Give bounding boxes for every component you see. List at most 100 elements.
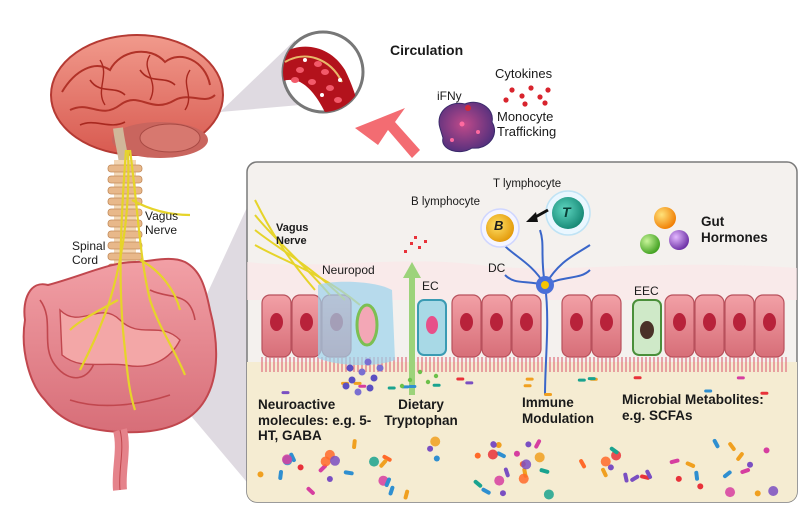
bacterium [343, 470, 354, 476]
coccus [490, 441, 497, 448]
bacterium [403, 489, 410, 500]
bacterium [352, 439, 357, 450]
coccus [754, 490, 761, 497]
coccus [607, 464, 614, 471]
coccus [697, 483, 704, 490]
bacterium [633, 376, 642, 380]
circulation-label: Circulation [390, 42, 464, 58]
vagus-nerve-left [69, 149, 191, 411]
cytokine-dot [537, 94, 543, 100]
t-lymphocyte-label: T lymphocyte [493, 178, 562, 190]
cytokine-dot [503, 97, 509, 103]
bacterium [694, 470, 700, 481]
coccus [763, 447, 770, 454]
white-cell [320, 93, 324, 97]
cytokines-label: Cytokines [495, 66, 553, 81]
ec-label: EC [422, 279, 439, 293]
red-blood-cell [321, 69, 329, 75]
microbe [600, 456, 611, 467]
serotonin-dot [404, 250, 407, 253]
microbe [521, 459, 532, 470]
spinal-cord-label: Spinal Cord [72, 239, 106, 267]
cell-nucleus [490, 313, 503, 331]
microbe [534, 452, 545, 463]
bacterium [630, 474, 640, 482]
bacterium [496, 451, 506, 459]
bacterium [523, 384, 532, 388]
neuroactive-label: Neuroactive molecules: e.g. 5-HT, GABA [258, 397, 372, 444]
bacterium [609, 446, 619, 455]
gut-hormone-spheres [640, 207, 689, 254]
bacterium [388, 485, 395, 496]
cell-nucleus [763, 313, 776, 331]
red-blood-cell [326, 85, 334, 91]
bacterium [408, 384, 417, 388]
coccus [326, 475, 333, 482]
bacterium [503, 467, 510, 478]
t-cell-letter: T [562, 204, 571, 220]
bacterium [685, 461, 696, 468]
bacterium [289, 452, 296, 463]
cell-nucleus [733, 313, 746, 331]
b-lymphocyte-label: B lymphocyte [411, 196, 481, 208]
vagus-nerve-left-label: Vagus Nerve [145, 209, 179, 237]
bacterium [539, 468, 550, 474]
bacterium [601, 467, 608, 478]
bacterium [384, 477, 392, 488]
tryptophan-dot [417, 369, 423, 375]
vertebra [107, 186, 143, 195]
coccus [499, 490, 506, 497]
bacterium [432, 383, 441, 387]
red-blood-cell [308, 79, 316, 85]
eec-label: EEC [634, 284, 659, 298]
bacterium [281, 391, 290, 395]
vertebra [107, 241, 143, 250]
bacterium [728, 442, 736, 451]
bacterium [382, 454, 392, 462]
bacterium [534, 439, 542, 449]
coccus [495, 441, 502, 448]
coccus [513, 450, 520, 457]
tryptophan-dot [433, 373, 439, 379]
cytokine-dot [528, 85, 534, 91]
microbe [494, 475, 505, 486]
monocyte-trafficking-label: Monocyte Trafficking [497, 109, 557, 139]
bacterium [465, 381, 474, 385]
cell-nucleus [460, 313, 473, 331]
neuroactive-dot [346, 364, 354, 372]
gut-hormones-label: Gut Hormones [701, 214, 768, 245]
brain [50, 34, 224, 176]
neuroactive-dot [364, 358, 372, 366]
microbe [329, 455, 340, 466]
tryptophan-dot [425, 379, 431, 385]
dietary-tryptophan-label: Dietary Tryptophan [384, 397, 458, 428]
bacterium [525, 377, 534, 381]
cytokine-dot [509, 87, 515, 93]
bacterium [740, 468, 751, 475]
bacterium [481, 487, 491, 495]
bacterium [722, 470, 732, 479]
white-cell [338, 78, 342, 82]
cytokine-dot [542, 100, 548, 106]
cell-nucleus [673, 313, 686, 331]
microbe [768, 485, 779, 496]
circulation-magnifier [281, 30, 365, 114]
coccus [257, 471, 264, 478]
bacterium [577, 378, 586, 382]
microbe [543, 489, 554, 500]
vagus-nerve-panel-label: Vagus Nerve [276, 222, 309, 247]
tryptophan-dot [399, 383, 405, 389]
immune-modulation-label: Immune Modulation [522, 395, 594, 426]
bacterium [353, 381, 362, 385]
b-cell-letter: B [494, 218, 504, 233]
neuroactive-dot [348, 376, 356, 384]
bacterium [712, 438, 720, 449]
serotonin-dot [410, 242, 413, 245]
bacterium [736, 452, 744, 461]
tryptophan-dot [407, 377, 413, 383]
cell-nucleus [570, 313, 583, 331]
coccus [474, 452, 481, 459]
coccus [433, 455, 440, 462]
bacterium [278, 470, 284, 480]
